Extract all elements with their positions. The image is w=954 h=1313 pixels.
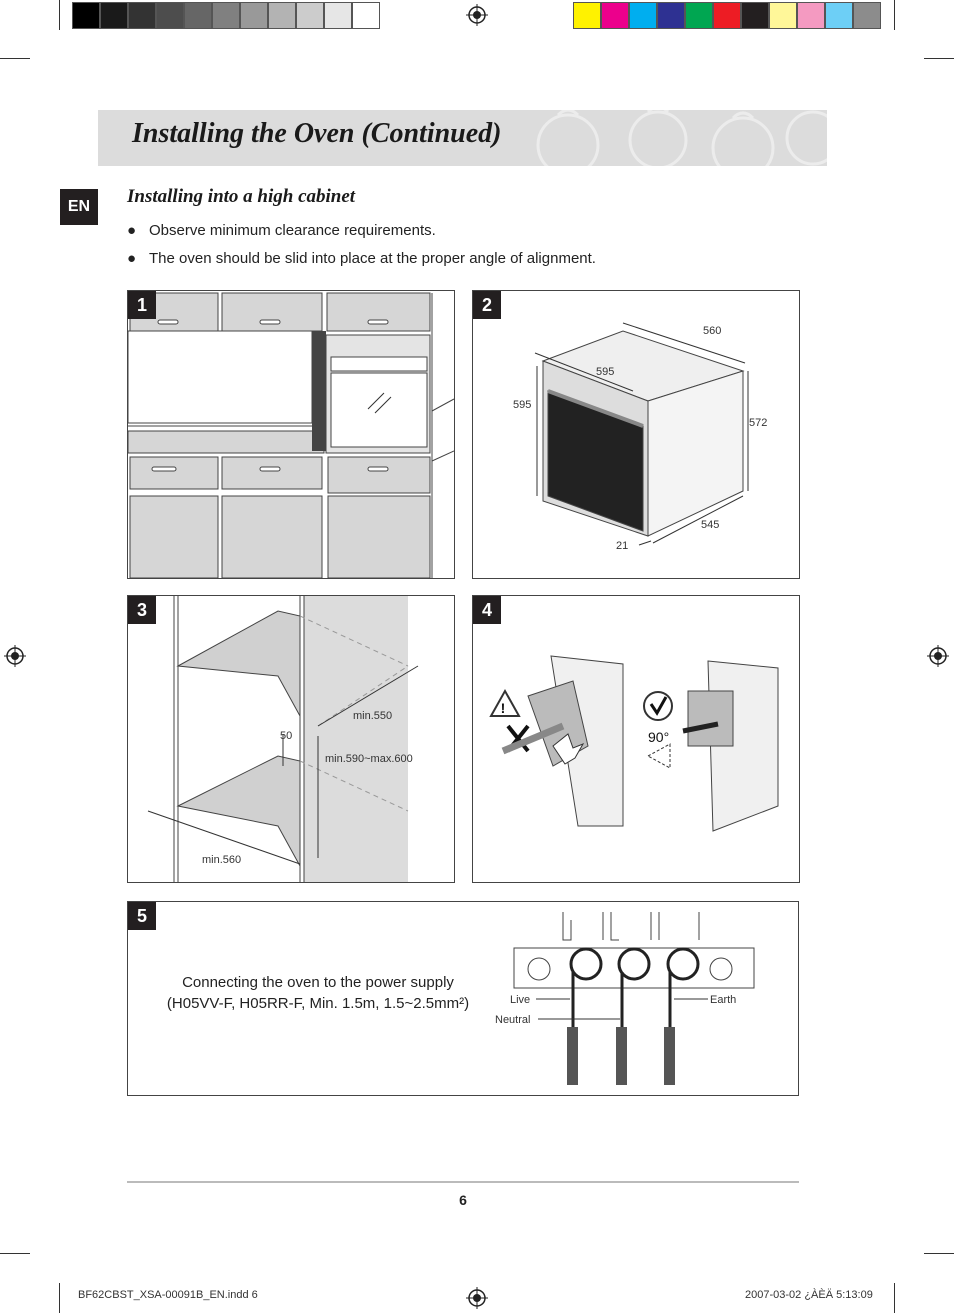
power-supply-caption: Connecting the oven to the power supply … [166, 974, 470, 1012]
color-swatch [853, 2, 881, 29]
dim-label: 545 [701, 519, 719, 531]
timestamp: 2007-03-02 ¿ÀÈÄ 5:13:09 [745, 1289, 873, 1301]
crop-mark [59, 0, 60, 30]
footer-rule [127, 1181, 799, 1183]
color-swatch [296, 2, 324, 29]
dim-label: 50 [280, 730, 292, 742]
terminal-screw-icon [709, 957, 733, 981]
tomato-watermark-icon [536, 110, 827, 166]
color-swatch [268, 2, 296, 29]
dim-label: min.560 [202, 854, 241, 866]
dim-label: min.590~max.600 [325, 753, 413, 765]
crop-mark [894, 1283, 895, 1313]
crop-mark [924, 1253, 954, 1254]
warning-icon [489, 688, 521, 717]
color-swatch [352, 2, 380, 29]
title-band: Installing the Oven (Continued) [98, 110, 827, 166]
registration-mark-icon [466, 1287, 488, 1309]
dim-label: 21 [616, 540, 628, 552]
section-subtitle: Installing into a high cabinet [127, 186, 356, 207]
bullet-item: ●The oven should be slid into place at t… [127, 250, 596, 267]
angle-label: 90° [648, 729, 669, 745]
figure-number: 1 [128, 291, 156, 319]
bullet-item: ●Observe minimum clearance requirements. [127, 222, 436, 239]
registration-mark-icon [4, 645, 26, 667]
registration-mark-icon [466, 4, 488, 26]
color-swatch [685, 2, 713, 29]
wire-label-live: Live [510, 994, 530, 1006]
figure-number: 2 [473, 291, 501, 319]
crop-mark [59, 1283, 60, 1313]
crop-mark [0, 58, 30, 59]
crop-mark [894, 0, 895, 30]
color-swatch [713, 2, 741, 29]
color-swatch [324, 2, 352, 29]
color-swatch [156, 2, 184, 29]
page-number: 6 [459, 1192, 467, 1208]
figure-number: 4 [473, 596, 501, 624]
color-swatch [240, 2, 268, 29]
impact-burst-icon [552, 733, 585, 765]
figure-number: 3 [128, 596, 156, 624]
color-swatch [573, 2, 601, 29]
bullet-icon: ● [127, 222, 137, 239]
color-swatch [128, 2, 156, 29]
color-swatch [769, 2, 797, 29]
figure-3-panel: 3 min.550 50 min.590~max.600 min.560 [127, 595, 455, 883]
wire-label-earth: Earth [710, 994, 736, 1006]
wire-label-neutral: Neutral [495, 1014, 530, 1026]
color-swatch [741, 2, 769, 29]
svg-text:!: ! [501, 700, 506, 716]
figure-2-panel: 2 560 595 595 572 545 21 [472, 290, 800, 579]
terminal-block-illustration: Live Neutral Earth [495, 912, 755, 1085]
color-swatch [212, 2, 240, 29]
bullet-icon: ● [127, 250, 137, 267]
color-swatch [72, 2, 100, 29]
color-swatch [184, 2, 212, 29]
page-title: Installing the Oven (Continued) [132, 118, 502, 149]
figure-5-panel: 5 Connecting the oven to the power suppl… [127, 901, 799, 1096]
cabinet-clearance-illustration: min.550 50 min.590~max.600 min.560 [147, 596, 419, 882]
color-swatch [657, 2, 685, 29]
terminal-screw-icon [527, 957, 551, 981]
crop-mark [0, 1253, 30, 1254]
language-tab: EN [60, 189, 98, 225]
color-swatch [629, 2, 657, 29]
figure-number: 5 [128, 902, 156, 930]
registration-mark-icon [927, 645, 949, 667]
color-swatch [601, 2, 629, 29]
check-icon [643, 691, 673, 721]
dim-label: 572 [749, 417, 767, 429]
figure-1-panel: 1 [127, 290, 455, 579]
color-swatch [825, 2, 853, 29]
dim-label: 595 [596, 366, 614, 378]
dim-label: 560 [703, 325, 721, 337]
kitchen-cabinet-illustration [128, 292, 454, 578]
color-swatch [100, 2, 128, 29]
oven-dimensions-illustration: 560 595 595 572 545 21 [513, 322, 767, 552]
figure-4-panel: 4 ! 90° [472, 595, 800, 883]
color-swatch [797, 2, 825, 29]
dim-label: min.550 [353, 710, 392, 722]
crop-mark [924, 58, 954, 59]
file-slug: BF62CBST_XSA-00091B_EN.indd 6 [78, 1289, 258, 1301]
dim-label: 595 [513, 399, 531, 411]
oven-insertion-illustration: ! 90° [489, 655, 779, 832]
